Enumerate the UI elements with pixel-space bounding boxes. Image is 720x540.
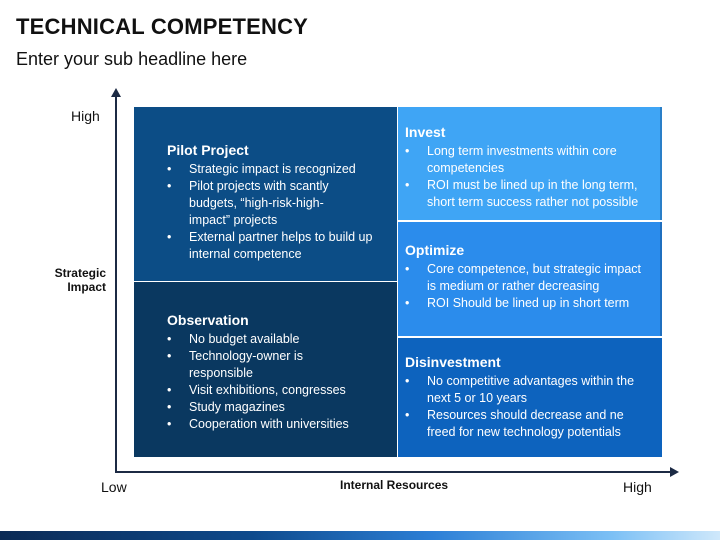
list-item: No competitive advantages within the nex…: [405, 373, 654, 407]
x-axis-title: Internal Resources: [340, 478, 449, 492]
y-axis-arrow-icon: [111, 88, 121, 97]
quadrant-invest: Invest Long term investments within core…: [398, 107, 662, 220]
disinvestment-heading: Disinvestment: [405, 354, 501, 370]
x-axis-low-label: Low: [101, 479, 127, 495]
list-item: No budget available: [167, 331, 387, 348]
pilot-project-list: Strategic impact is recognized Pilot pro…: [167, 161, 387, 263]
optimize-list: Core competence, but strategic impact is…: [405, 261, 652, 312]
list-item: External partner helps to build up inter…: [167, 229, 387, 263]
list-item: Long term investments within core compet…: [405, 143, 652, 177]
quadrant-pilot-project: Pilot Project Strategic impact is recogn…: [134, 107, 397, 281]
y-axis-title: Strategic Impact: [54, 266, 106, 294]
x-axis-line: [115, 471, 672, 473]
x-axis-high-label: High: [623, 479, 652, 495]
page-title: TECHNICAL COMPETENCY: [16, 14, 309, 39]
quadrant-observation: Observation No budget available Technolo…: [134, 282, 397, 457]
list-item: Pilot projects with scantly budgets, “hi…: [167, 178, 387, 229]
observation-list: No budget available Technology-owner is …: [167, 331, 387, 433]
y-axis-line: [115, 94, 117, 472]
x-axis-arrow-icon: [670, 467, 679, 477]
pilot-project-heading: Pilot Project: [167, 142, 249, 158]
list-item: Resources should decrease and ne freed f…: [405, 407, 654, 441]
observation-heading: Observation: [167, 312, 249, 328]
page-subtitle: Enter your sub headline here: [16, 49, 248, 69]
invest-list: Long term investments within core compet…: [405, 143, 652, 211]
list-item: Technology-owner is responsible: [167, 348, 387, 382]
list-item: ROI must be lined up in the long term, s…: [405, 177, 652, 211]
list-item: Cooperation with universities: [167, 416, 387, 433]
optimize-heading: Optimize: [405, 242, 465, 258]
footer-gradient-bar: [0, 531, 720, 540]
invest-heading: Invest: [405, 124, 446, 140]
list-item: Visit exhibitions, congresses: [167, 382, 387, 399]
y-axis-title-line1: Strategic: [54, 266, 106, 280]
y-axis-high-label: High: [71, 108, 100, 124]
quadrant-disinvestment: Disinvestment No competitive advantages …: [398, 338, 662, 457]
list-item: ROI Should be lined up in short term: [405, 295, 652, 312]
quadrant-optimize: Optimize Core competence, but strategic …: [398, 222, 662, 336]
list-item: Core competence, but strategic impact is…: [405, 261, 652, 295]
y-axis-title-line2: Impact: [67, 280, 106, 294]
list-item: Strategic impact is recognized: [167, 161, 387, 178]
list-item: Study magazines: [167, 399, 387, 416]
disinvestment-list: No competitive advantages within the nex…: [405, 373, 654, 441]
